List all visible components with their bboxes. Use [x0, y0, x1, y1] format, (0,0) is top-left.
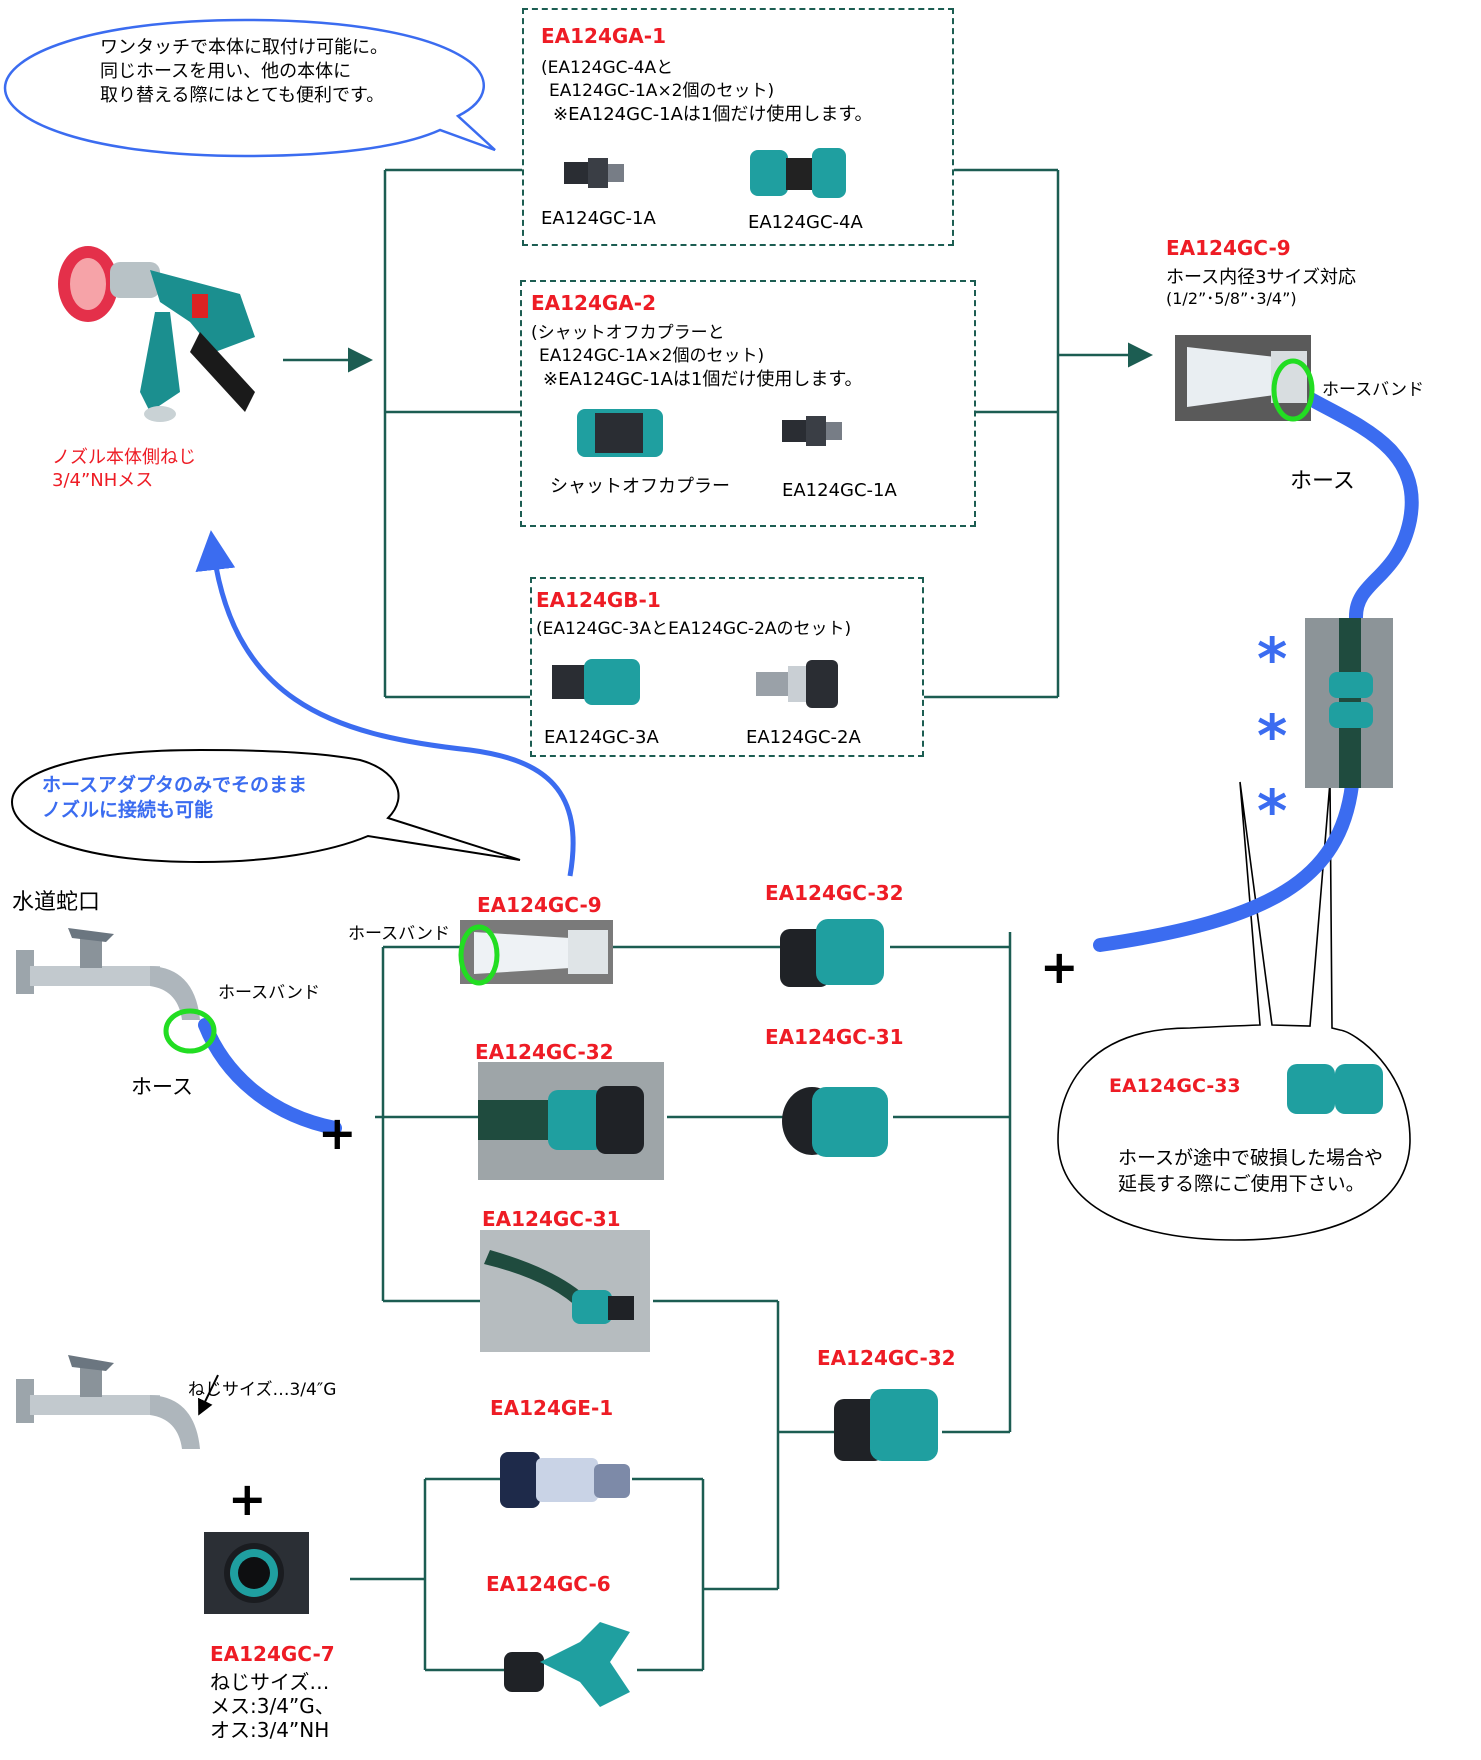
- right-gc9-title: EA124GC-9: [1166, 236, 1291, 260]
- gc31-label-2: EA124GC-31: [482, 1207, 621, 1231]
- faucet-image: [16, 928, 200, 1020]
- plus-icon: +: [1040, 940, 1079, 994]
- kit-ga1-part-a: EA124GC-1A: [541, 208, 656, 229]
- gc7-line: メス:3/4”G、: [210, 1694, 335, 1718]
- gc31-hose-photo: [480, 1230, 650, 1352]
- faucet-thread-label: ねじサイズ…3/4″G: [188, 1380, 337, 1400]
- nozzle-line: 3/4”NHメス: [52, 470, 154, 492]
- plus-icon: +: [228, 1472, 267, 1526]
- gc6-y-connector-icon: [504, 1622, 630, 1707]
- bubble-line: ノズルに接続も可能: [42, 798, 214, 821]
- star-icon: *: [1257, 777, 1288, 845]
- kit-ga2-part-a: シャットオフカプラー: [550, 476, 730, 497]
- right-line: ホース内径3サイズ対応: [1166, 267, 1357, 288]
- right-gc9-desc: ホース内径3サイズ対応 (1/2”･5/8”･3/4”): [1166, 266, 1356, 310]
- gc33-title: EA124GC-33: [1109, 1075, 1241, 1097]
- kit-ga2-desc: (シャットオフカプラーと EA124GC-1A×2個のセット) ※EA124GC…: [531, 322, 863, 392]
- gc7-line: オス:3/4”NH: [210, 1718, 330, 1742]
- faucet-title: 水道蛇口: [12, 890, 101, 915]
- adapter-bubble-text: ホースアダプタのみでそのまま ノズルに接続も可能: [42, 773, 307, 822]
- top-bubble-text: ワンタッチで本体に取付け可能に。 同じホースを用い、他の本体に 取り替える際には…: [100, 36, 388, 107]
- gc33-joint-photo: [1305, 618, 1393, 788]
- gc1a-part-icon-2: [782, 416, 842, 446]
- ge1-label: EA124GE-1: [490, 1396, 614, 1420]
- kit-gb1-part-b: EA124GC-2A: [746, 727, 861, 748]
- bubble-line: ホースアダプタのみでそのまま: [42, 774, 308, 796]
- gc3a-part-icon: [552, 659, 640, 705]
- shutoff-coupler-icon: [577, 409, 663, 457]
- joint-line: ホースが途中で破損した場合や: [1118, 1147, 1384, 1169]
- kit-ga2-box: [520, 280, 976, 527]
- star-icon: *: [1257, 625, 1288, 693]
- kit-ga1-desc: (EA124GC-4Aと EA124GC-1A×2個のセット) ※EA124GC…: [541, 57, 873, 127]
- kit-gb1-part-a: EA124GC-3A: [544, 727, 659, 748]
- gc32-hose-photo: [478, 1062, 664, 1180]
- gc7-desc: ねじサイズ… メス:3/4”G、 オス:3/4”NH: [210, 1670, 335, 1742]
- ge1-part-icon: [500, 1452, 630, 1508]
- kit-line: ※EA124GC-1Aは1個だけ使用します。: [553, 103, 873, 125]
- right-band-label: ホースバンド: [1322, 380, 1424, 400]
- gc1a-part-icon: [564, 158, 624, 188]
- gc31-part-icon: [782, 1087, 888, 1157]
- gc4a-part-icon: [750, 148, 846, 198]
- kit-line: EA124GC-1A×2個のセット): [549, 80, 775, 101]
- star-icon: *: [1257, 702, 1288, 770]
- gc2a-part-icon: [756, 660, 838, 708]
- gc32-label-1: EA124GC-32: [765, 881, 904, 905]
- gc7-adapter-image: [204, 1532, 309, 1614]
- gc32-label-3: EA124GC-32: [817, 1346, 956, 1370]
- gc31-label-1: EA124GC-31: [765, 1025, 904, 1049]
- top-bubble: [3, 18, 496, 158]
- right-hose-label: ホース: [1290, 469, 1355, 494]
- nozzle-label: ノズル本体側ねじ 3/4”NHメス: [52, 446, 196, 493]
- kit-line: (シャットオフカプラーと: [531, 323, 725, 343]
- gc6-label: EA124GC-6: [486, 1572, 611, 1596]
- gc7-line: ねじサイズ…: [210, 1670, 330, 1694]
- bubble-line: 取り替える際にはとても便利です。: [100, 84, 385, 106]
- nozzle-image: [58, 246, 255, 422]
- faucet-hose-label: ホース: [131, 1075, 193, 1099]
- gc33-part-icon: [1287, 1064, 1383, 1114]
- hose-band-ring-faucet: [163, 1008, 217, 1054]
- right-line: (1/2”･5/8”･3/4”): [1166, 289, 1297, 309]
- gc32-label-2: EA124GC-32: [475, 1040, 614, 1064]
- kit-gb1-desc: (EA124GC-3AとEA124GC-2Aのセット): [536, 619, 852, 639]
- band-label-2: ホースバンド: [348, 924, 450, 944]
- kit-gb1-title: EA124GB-1: [536, 588, 661, 612]
- kit-ga1-box: [522, 8, 954, 246]
- gc33-desc: ホースが途中で破損した場合や 延長する際にご使用下さい。: [1118, 1146, 1383, 1197]
- gc9-label: EA124GC-9: [477, 893, 602, 917]
- joint-bubble: [1057, 781, 1411, 1241]
- adapter-bubble: [10, 748, 521, 864]
- faucet-image-2: [16, 1355, 200, 1449]
- kit-line: (EA124GC-4Aと: [541, 58, 674, 78]
- kit-ga2-title: EA124GA-2: [531, 291, 656, 315]
- plus-icon: +: [318, 1106, 357, 1160]
- gc32-part-icon-1: [780, 919, 884, 987]
- kit-ga1-part-b: EA124GC-4A: [748, 212, 863, 233]
- gc7-title: EA124GC-7: [210, 1642, 335, 1666]
- hose-band-ring: [1271, 358, 1315, 422]
- hose-band-ring-2: [458, 924, 500, 986]
- nozzle-line: ノズル本体側ねじ: [52, 447, 196, 468]
- kit-ga1-title: EA124GA-1: [541, 24, 666, 48]
- kit-ga2-part-b: EA124GC-1A: [782, 480, 897, 501]
- kit-line: ※EA124GC-1Aは1個だけ使用します。: [543, 368, 863, 390]
- joint-line: 延長する際にご使用下さい。: [1118, 1172, 1365, 1195]
- bubble-line: ワンタッチで本体に取付け可能に。: [100, 37, 388, 58]
- faucet-band-label: ホースバンド: [218, 983, 320, 1003]
- bubble-line: 同じホースを用い、他の本体に: [100, 60, 352, 82]
- gc32-part-icon-3: [834, 1389, 938, 1461]
- kit-line: EA124GC-1A×2個のセット): [539, 345, 765, 366]
